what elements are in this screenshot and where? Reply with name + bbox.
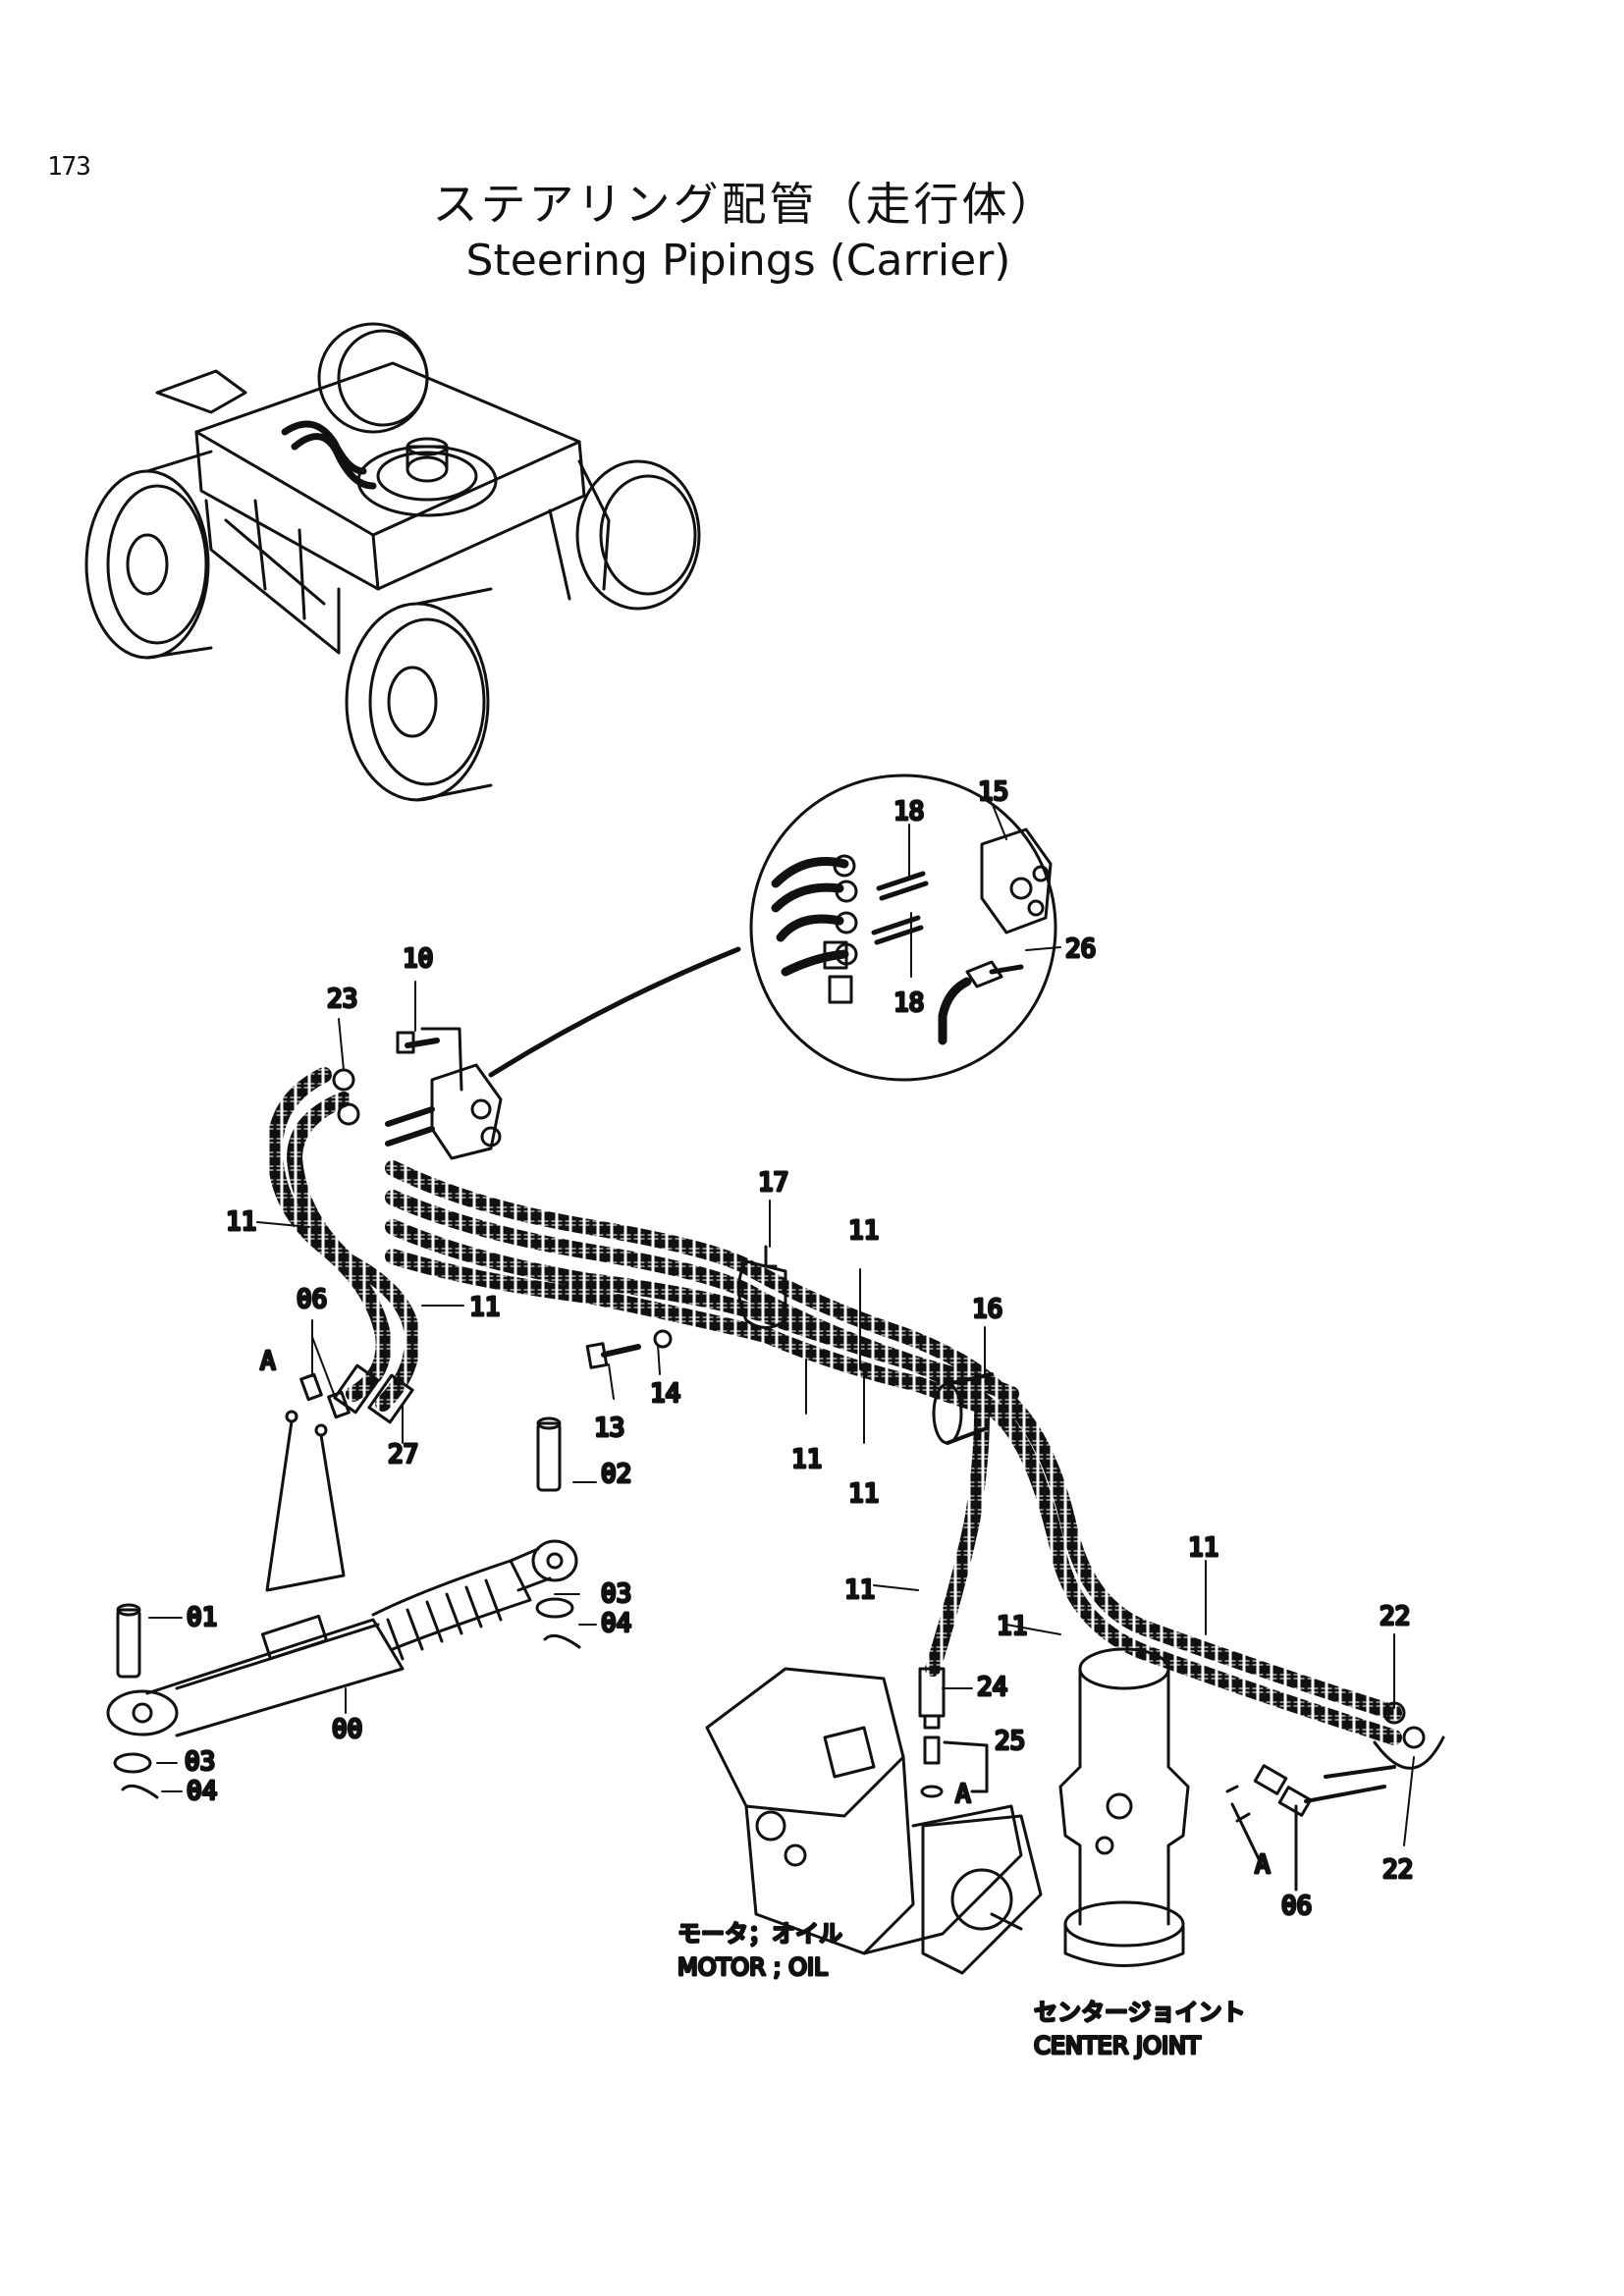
callout-23: 23 (327, 985, 357, 1014)
callout-14: 14 (650, 1379, 680, 1409)
steering-cylinder (106, 1372, 581, 1799)
callout-00: 00 (332, 1715, 362, 1744)
callout-17: 17 (758, 1168, 788, 1198)
callout-11-loop: 11 (469, 1293, 500, 1322)
page-number: 173 (47, 152, 91, 182)
title-japanese: ステアリング配管（走行体） (432, 178, 1058, 231)
callout-18-bottom: 18 (893, 988, 924, 1018)
callout-25: 25 (995, 1727, 1025, 1756)
callout-11-left: 11 (226, 1207, 256, 1237)
center-joint-label-en: CENTER JOINT (1034, 2032, 1201, 2059)
callout-15: 15 (978, 777, 1008, 807)
callout-06-right: 06 (1281, 1892, 1312, 1921)
callout-01: 01 (187, 1603, 217, 1632)
callout-18-top: 18 (893, 797, 924, 827)
callout-leaders (148, 804, 1415, 1846)
center-joint-label-jp: センタージョイント (1034, 1999, 1246, 2026)
callout-11-mid-a: 11 (791, 1445, 822, 1474)
callout-27: 27 (388, 1440, 418, 1469)
callout-11-motor: 11 (844, 1575, 875, 1605)
detail-view-circle (488, 774, 1057, 1082)
callout-a-left: A (260, 1347, 276, 1376)
callout-13: 13 (594, 1414, 624, 1443)
component-captions: モータ；オイル MOTOR ; OIL センタージョイント CENTER JOI… (677, 1919, 1248, 2061)
callout-06-left: 06 (297, 1285, 327, 1314)
motor-label-jp: モータ；オイル (677, 1920, 842, 1948)
center-joint (1058, 1647, 1313, 1967)
callout-24: 24 (977, 1673, 1007, 1702)
callout-a-joint: A (1255, 1850, 1271, 1880)
callout-04-left: 04 (187, 1777, 217, 1806)
carrier-overview-drawing (84, 322, 701, 802)
oil-motor (705, 1667, 1043, 1975)
callout-04-right: 04 (601, 1609, 631, 1638)
callout-10: 10 (403, 944, 433, 974)
callout-03-left: 03 (185, 1747, 215, 1777)
callout-a-motor: A (955, 1780, 971, 1809)
callout-22-bottom: 22 (1382, 1855, 1413, 1885)
callout-numbers: 10 23 11 11 06 A 27 17 11 11 11 16 13 14… (184, 776, 1415, 1923)
title-english: Steering Pipings (Carrier) (465, 236, 1011, 286)
callout-03-right: 03 (601, 1579, 631, 1609)
callout-11-right-high: 11 (1188, 1533, 1218, 1563)
motor-label-en: MOTOR ; OIL (677, 1953, 828, 1981)
callout-11-right-low: 11 (997, 1612, 1027, 1641)
callout-11-mid-b: 11 (848, 1479, 879, 1509)
callout-22-top: 22 (1380, 1602, 1410, 1631)
callout-16: 16 (972, 1295, 1002, 1324)
callout-02: 02 (601, 1460, 631, 1489)
callout-26: 26 (1065, 934, 1096, 964)
main-hose-assembly (267, 1027, 1445, 1803)
callout-11-upper: 11 (848, 1216, 879, 1246)
